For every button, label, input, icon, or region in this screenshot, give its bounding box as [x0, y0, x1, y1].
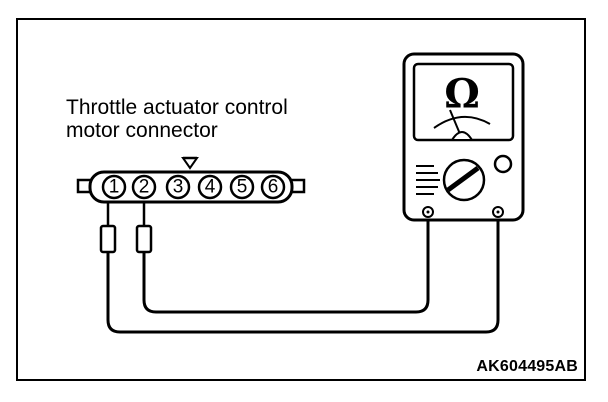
probe-pin1 [99, 224, 117, 254]
connector-lock-marker [181, 157, 199, 170]
pin-1-label: 1 [109, 177, 120, 198]
pin-5: 5 [229, 174, 255, 200]
pin-2-label: 2 [139, 177, 150, 198]
probe-pin2 [135, 224, 153, 254]
meter-scale-arc [433, 116, 491, 129]
connector: 1 2 3 4 5 6 [76, 156, 306, 204]
ohm-symbol: Ω [444, 71, 480, 118]
range-dial-marks [416, 165, 440, 195]
pin-6-label: 6 [268, 177, 279, 198]
connector-caption: Throttle actuator control motor connecto… [66, 96, 288, 142]
pin-5-label: 5 [237, 177, 248, 198]
connector-label-line1: Throttle actuator control [66, 96, 288, 119]
connector-label-line2: motor connector [66, 119, 218, 142]
pin-4-label: 4 [205, 177, 216, 198]
figure-reference-id: AK604495AB [476, 358, 578, 375]
figure-frame [16, 18, 586, 381]
meter-needle-pivot [450, 131, 474, 141]
wire-pin2-to-meter [142, 212, 430, 314]
meter-needle [449, 109, 461, 135]
pin-3: 3 [165, 174, 191, 200]
zero-adjust-knob [493, 154, 513, 174]
pin-3-label: 3 [173, 177, 184, 198]
test-probes [99, 200, 153, 254]
pin-1: 1 [101, 174, 127, 200]
pin-4: 4 [197, 174, 223, 200]
wire-pin1-to-meter [106, 212, 500, 334]
pin-2: 2 [131, 174, 157, 200]
test-wires [106, 212, 500, 334]
range-selector-pointer [446, 165, 480, 193]
ohmmeter: Ω [402, 52, 525, 222]
pin-6: 6 [260, 174, 286, 200]
